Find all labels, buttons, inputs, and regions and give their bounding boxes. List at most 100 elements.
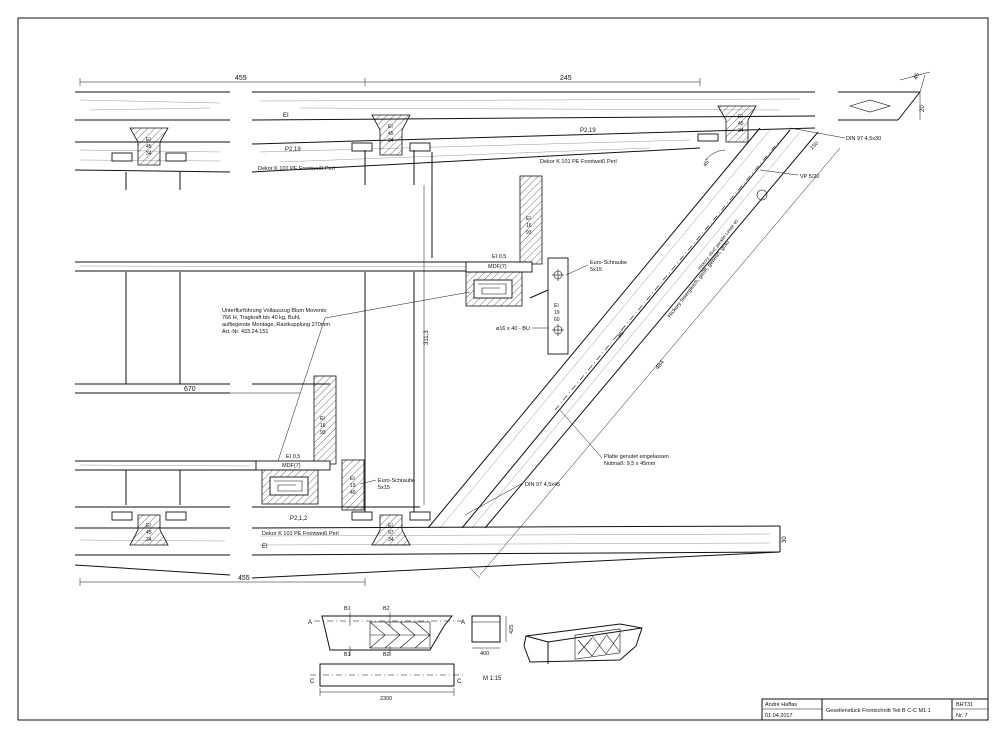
sheet-border — [17, 17, 989, 721]
side-view — [314, 612, 464, 656]
dim-150-diag: 150 — [809, 141, 820, 152]
label-euro-top: Euro-Schraube — [590, 260, 627, 266]
dim-455-top: 455 — [235, 75, 247, 82]
title-author: André Haffas — [765, 702, 797, 708]
label-ei05-bottom: EI 0,5 — [286, 454, 300, 460]
label-a-left: A — [308, 620, 312, 626]
label-diag-text: Hickory fasergleich, geölt, gebeizt, gra… — [667, 240, 731, 320]
label-dowel: ø16 x 40 - BU — [496, 326, 530, 332]
label-p212: P2,1,2 — [290, 516, 308, 522]
svg-text:93: 93 — [526, 230, 532, 236]
dim-484-diag: 484 — [655, 359, 666, 371]
svg-text:60: 60 — [554, 317, 560, 323]
drawer-note-line3: aufliegende Montage, Rastkupplung 270mm — [222, 322, 330, 328]
drawer-note-line4: Art.-Nr. 433.24.151 — [222, 329, 268, 335]
dim-400: 400 — [480, 651, 489, 657]
top-view — [310, 663, 464, 696]
svg-text:EI: EI — [388, 124, 393, 130]
label-mdf-top: MDF(7) — [488, 264, 507, 270]
drawer-note-line2: 766 H, Tragkraft bis 40 kg, Buhl, — [222, 315, 301, 321]
label-b2-bottom: B2 — [383, 652, 390, 658]
label-decor-top-right: Dekor K 101 PE Frontweiß Perl — [540, 159, 617, 165]
bottom-dimension — [79, 578, 366, 586]
svg-text:16: 16 — [526, 223, 532, 229]
section-view — [471, 615, 507, 649]
title-code: BHT31 — [956, 702, 973, 708]
label-din-top: DIN 97 4,5x30 — [846, 136, 881, 142]
label-plate-note-1: Platte genutet eingelassen — [604, 454, 669, 460]
svg-text:19: 19 — [554, 310, 560, 316]
label-plate-note-2: Nutmaß: 9,5 x 45mm — [604, 461, 656, 467]
label-ei-top: EI — [283, 113, 289, 119]
svg-text:EI: EI — [738, 114, 743, 120]
svg-text:45: 45 — [388, 131, 394, 137]
lower-shelf — [75, 460, 256, 471]
dim-425: 425 — [509, 625, 515, 634]
svg-text:45: 45 — [146, 144, 152, 150]
svg-text:45: 45 — [738, 121, 744, 127]
svg-text:97: 97 — [388, 530, 394, 536]
dim-245-top: 245 — [560, 75, 572, 82]
dim-670-mid: 670 — [184, 386, 196, 393]
svg-text:34: 34 — [388, 537, 394, 543]
label-ei-bottom: EI — [262, 544, 268, 550]
label-euro-bottom-size: 5x15 — [378, 485, 390, 491]
label-b1-top: B1 — [344, 606, 351, 612]
dim-311-vertical: 311,3 — [424, 330, 430, 345]
svg-text:16: 16 — [320, 423, 326, 429]
svg-text:19: 19 — [350, 483, 356, 489]
frame-verticals — [125, 150, 433, 517]
svg-text:EI: EI — [146, 137, 151, 143]
dim-2300: 2300 — [380, 696, 392, 702]
label-p219-left: P2,19 — [285, 147, 301, 153]
drawer-note-line1: Unterflurführung Vollauszug Blum Movento — [222, 308, 327, 314]
label-p219-right: P2,19 — [580, 128, 596, 134]
svg-text:EI: EI — [320, 416, 325, 422]
top-board — [74, 71, 931, 173]
label-deg: 86° — [617, 329, 627, 339]
dim-30-bottom: 30 — [782, 536, 788, 543]
label-scale: M 1:15 — [483, 676, 502, 682]
drawer-note: Unterflurführung Vollauszug Blum Movento… — [222, 291, 471, 471]
label-decor-bottom: Dekor K 101 PE Frontweiß Perl — [262, 531, 339, 537]
label-mdf-bottom: MDF(7) — [282, 463, 301, 469]
label-decor-top-left: Dekor K 101 PE Frontweiß Perl — [258, 166, 335, 172]
svg-text:EI: EI — [146, 523, 151, 529]
svg-text:EI: EI — [554, 303, 559, 309]
title-date: 01.04.2017 — [765, 713, 793, 719]
label-b1-bottom: B1 — [344, 652, 351, 658]
label-diag-text2: Hickory, 45x2 parallel Leiste 40 — [697, 218, 740, 270]
label-euro-bottom: Euro-Schraube — [378, 478, 415, 484]
svg-text:40: 40 — [350, 490, 356, 496]
dim-45-corner: 45 — [913, 72, 921, 81]
svg-text:EI: EI — [526, 216, 531, 222]
top-dimensions: 455 245 20 45 — [79, 72, 926, 112]
dim-45deg: 45° — [703, 158, 712, 168]
svg-text:34: 34 — [146, 537, 152, 543]
dim-455-bottom: 455 — [238, 575, 250, 582]
label-euro-top-size: 5x15 — [590, 267, 602, 273]
title-main: Gesellenstück Frontschnitt Teil B C-C M1… — [826, 708, 931, 714]
label-a-right: A — [461, 620, 465, 626]
svg-text:93: 93 — [320, 430, 326, 436]
label-vp: VP 5/20 — [800, 174, 819, 180]
diagonal-board — [427, 127, 841, 579]
label-c-left: C — [310, 679, 315, 685]
svg-text:EI: EI — [350, 476, 355, 482]
svg-text:34: 34 — [146, 151, 152, 157]
label-c-right: C — [457, 679, 462, 685]
label-din-mid: DIN 97 4,5x45 — [525, 482, 560, 488]
isometric-view — [523, 623, 643, 664]
svg-text:34: 34 — [738, 128, 744, 134]
title-block — [761, 698, 989, 721]
svg-text:45: 45 — [146, 530, 152, 536]
svg-text:34: 34 — [388, 138, 394, 144]
